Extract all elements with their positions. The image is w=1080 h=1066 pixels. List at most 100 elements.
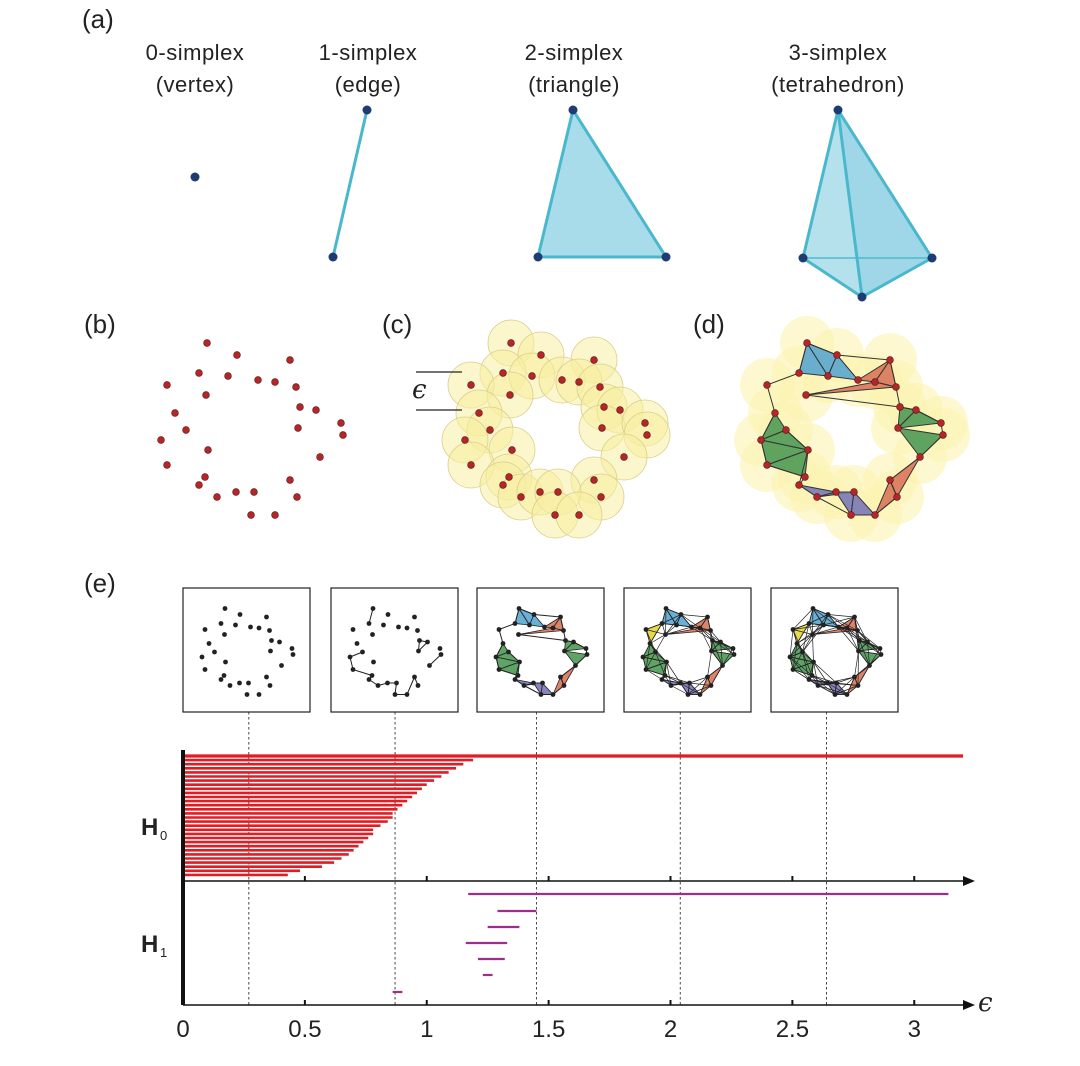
- data-point: [506, 391, 514, 399]
- data-point: [337, 419, 345, 427]
- snapshot-edge: [808, 614, 829, 624]
- snapshot-edge: [645, 669, 663, 680]
- snapshot-edge: [655, 651, 667, 663]
- snapshot-point: [246, 680, 251, 686]
- snapshot-edge: [812, 626, 839, 635]
- snapshot-edge: [498, 623, 516, 630]
- data-point: [763, 381, 771, 389]
- edge-vertex: [328, 252, 338, 262]
- snapshot-edge: [827, 614, 855, 618]
- snapshot-edge: [711, 648, 734, 652]
- snapshot-edge: [645, 651, 656, 670]
- snapshot-edge: [792, 623, 810, 630]
- snapshot-point: [844, 625, 850, 631]
- snapshot-edge: [699, 676, 708, 695]
- snapshot-edge: [680, 614, 708, 618]
- snapshot-point: [825, 612, 831, 617]
- snapshot-point: [815, 683, 821, 688]
- tetra-vertex: [833, 105, 843, 115]
- snapshot-point: [708, 683, 714, 688]
- data-point: [201, 473, 209, 481]
- data-point: [912, 406, 920, 414]
- edge-line: [331, 109, 369, 258]
- snapshot-point: [659, 621, 665, 626]
- data-point: [824, 372, 832, 380]
- snapshot-edge: [846, 627, 860, 641]
- snapshot-point: [496, 627, 502, 632]
- h1-subscript: 1: [160, 945, 167, 960]
- snapshot-face: [528, 613, 546, 628]
- snapshot-edge: [834, 685, 859, 695]
- data-point: [575, 378, 583, 386]
- edge-vertex: [362, 105, 372, 115]
- complex-edge: [805, 394, 901, 408]
- snapshot-edge: [854, 650, 859, 678]
- data-point: [286, 356, 294, 364]
- snapshot-point: [415, 628, 420, 633]
- snapshot-point: [404, 625, 410, 631]
- data-point: [596, 383, 604, 391]
- complex-edge: [766, 464, 806, 478]
- snapshot-edge: [691, 626, 713, 641]
- snapshot-point: [563, 638, 568, 643]
- snapshot-edge: [836, 682, 859, 686]
- data-point: [250, 488, 258, 496]
- snapshot-point: [689, 624, 694, 630]
- data-point: [871, 511, 879, 519]
- snapshot-edge: [857, 650, 859, 686]
- snapshot-edge: [649, 643, 667, 663]
- snapshot-edge: [699, 627, 721, 643]
- snapshot-edge: [817, 685, 836, 695]
- snapshot-edge: [838, 626, 868, 643]
- snapshot-edge: [661, 614, 682, 624]
- snapshot-edge: [642, 643, 651, 658]
- complex-edge: [816, 496, 852, 516]
- snapshot-point: [800, 649, 805, 655]
- snapshot-edge: [645, 661, 667, 670]
- snapshot-point: [517, 659, 522, 665]
- snapshot-edge: [796, 623, 810, 644]
- snapshot-edge: [722, 654, 735, 666]
- snapshot-point: [415, 683, 421, 688]
- snapshot-edge: [649, 623, 663, 644]
- simplex-2-title: 2-simplex: [525, 40, 624, 65]
- data-point: [801, 473, 809, 481]
- snapshot-point: [381, 622, 386, 628]
- filtration-snapshot: [623, 587, 752, 713]
- snapshot-point: [412, 674, 417, 680]
- snapshot-edge: [649, 634, 666, 644]
- snapshot-edge: [812, 634, 814, 663]
- data-point: [294, 424, 302, 432]
- snapshot-point: [647, 641, 653, 646]
- simplex-2-subtitle: (triangle): [528, 72, 620, 97]
- snapshot-point: [227, 683, 233, 688]
- triangle-vertex: [568, 105, 578, 115]
- snapshot-edge: [836, 676, 855, 684]
- data-point: [213, 493, 221, 501]
- data-point: [854, 376, 862, 384]
- snapshot-point: [394, 680, 399, 686]
- x-axis-arrow: [963, 1000, 975, 1010]
- snapshot-point: [855, 683, 861, 688]
- snapshot-point: [527, 622, 532, 628]
- snapshot-point: [538, 692, 544, 697]
- snapshot-point: [697, 625, 703, 631]
- complex-edge: [889, 359, 897, 388]
- data-point: [157, 436, 165, 444]
- snapshot-point: [583, 646, 589, 651]
- snapshot-point: [264, 614, 269, 620]
- snapshot-point: [370, 606, 376, 611]
- snapshot-point: [237, 680, 242, 686]
- snapshot-point: [662, 673, 668, 678]
- data-point: [771, 409, 779, 417]
- snapshot-edge: [533, 614, 561, 618]
- balls-layer: [441, 319, 671, 539]
- snapshot-point: [264, 674, 269, 680]
- snapshot-edge: [792, 651, 803, 670]
- complex-edge: [785, 429, 809, 451]
- data-point: [271, 378, 279, 386]
- data-point: [802, 391, 810, 399]
- data-point: [316, 453, 324, 461]
- complex-edge: [760, 412, 776, 441]
- snapshot-point: [705, 674, 710, 680]
